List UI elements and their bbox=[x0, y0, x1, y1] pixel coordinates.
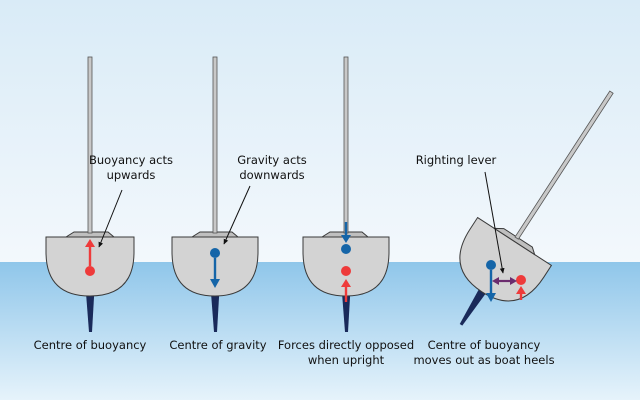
annotation-pointer bbox=[223, 185, 251, 245]
centre-of-buoyancy-dot bbox=[341, 266, 351, 276]
centre-of-buoyancy-dot bbox=[85, 266, 95, 276]
centre-of-gravity-dot bbox=[486, 260, 496, 270]
sky-background bbox=[0, 0, 640, 262]
deck bbox=[492, 227, 536, 256]
annotation: Righting lever bbox=[416, 153, 497, 167]
gravity-arrowhead bbox=[341, 235, 351, 243]
mast bbox=[212, 56, 218, 234]
caption: Centre of buoyancy bbox=[34, 338, 147, 352]
deck bbox=[64, 231, 116, 238]
hull bbox=[459, 216, 553, 302]
caption: Centre of gravity bbox=[169, 338, 266, 352]
annotation-pointer bbox=[484, 171, 505, 274]
centre-of-buoyancy-dot bbox=[516, 275, 526, 285]
mast bbox=[514, 90, 614, 240]
centre-of-gravity-dot bbox=[210, 248, 220, 258]
gravity-arrowhead bbox=[486, 293, 496, 302]
gravity-arrowhead bbox=[210, 279, 220, 288]
deck bbox=[190, 231, 240, 238]
centre-of-gravity-dot bbox=[341, 244, 351, 254]
mast bbox=[343, 56, 349, 234]
buoyancy-arrowhead bbox=[341, 279, 351, 287]
righting-lever-left-head bbox=[492, 277, 499, 285]
annotation-pointer bbox=[98, 189, 123, 248]
righting-lever-right-head bbox=[510, 277, 517, 285]
mast bbox=[87, 56, 93, 234]
buoyancy-arrowhead bbox=[85, 239, 95, 247]
buoyancy-arrowhead bbox=[516, 286, 526, 294]
